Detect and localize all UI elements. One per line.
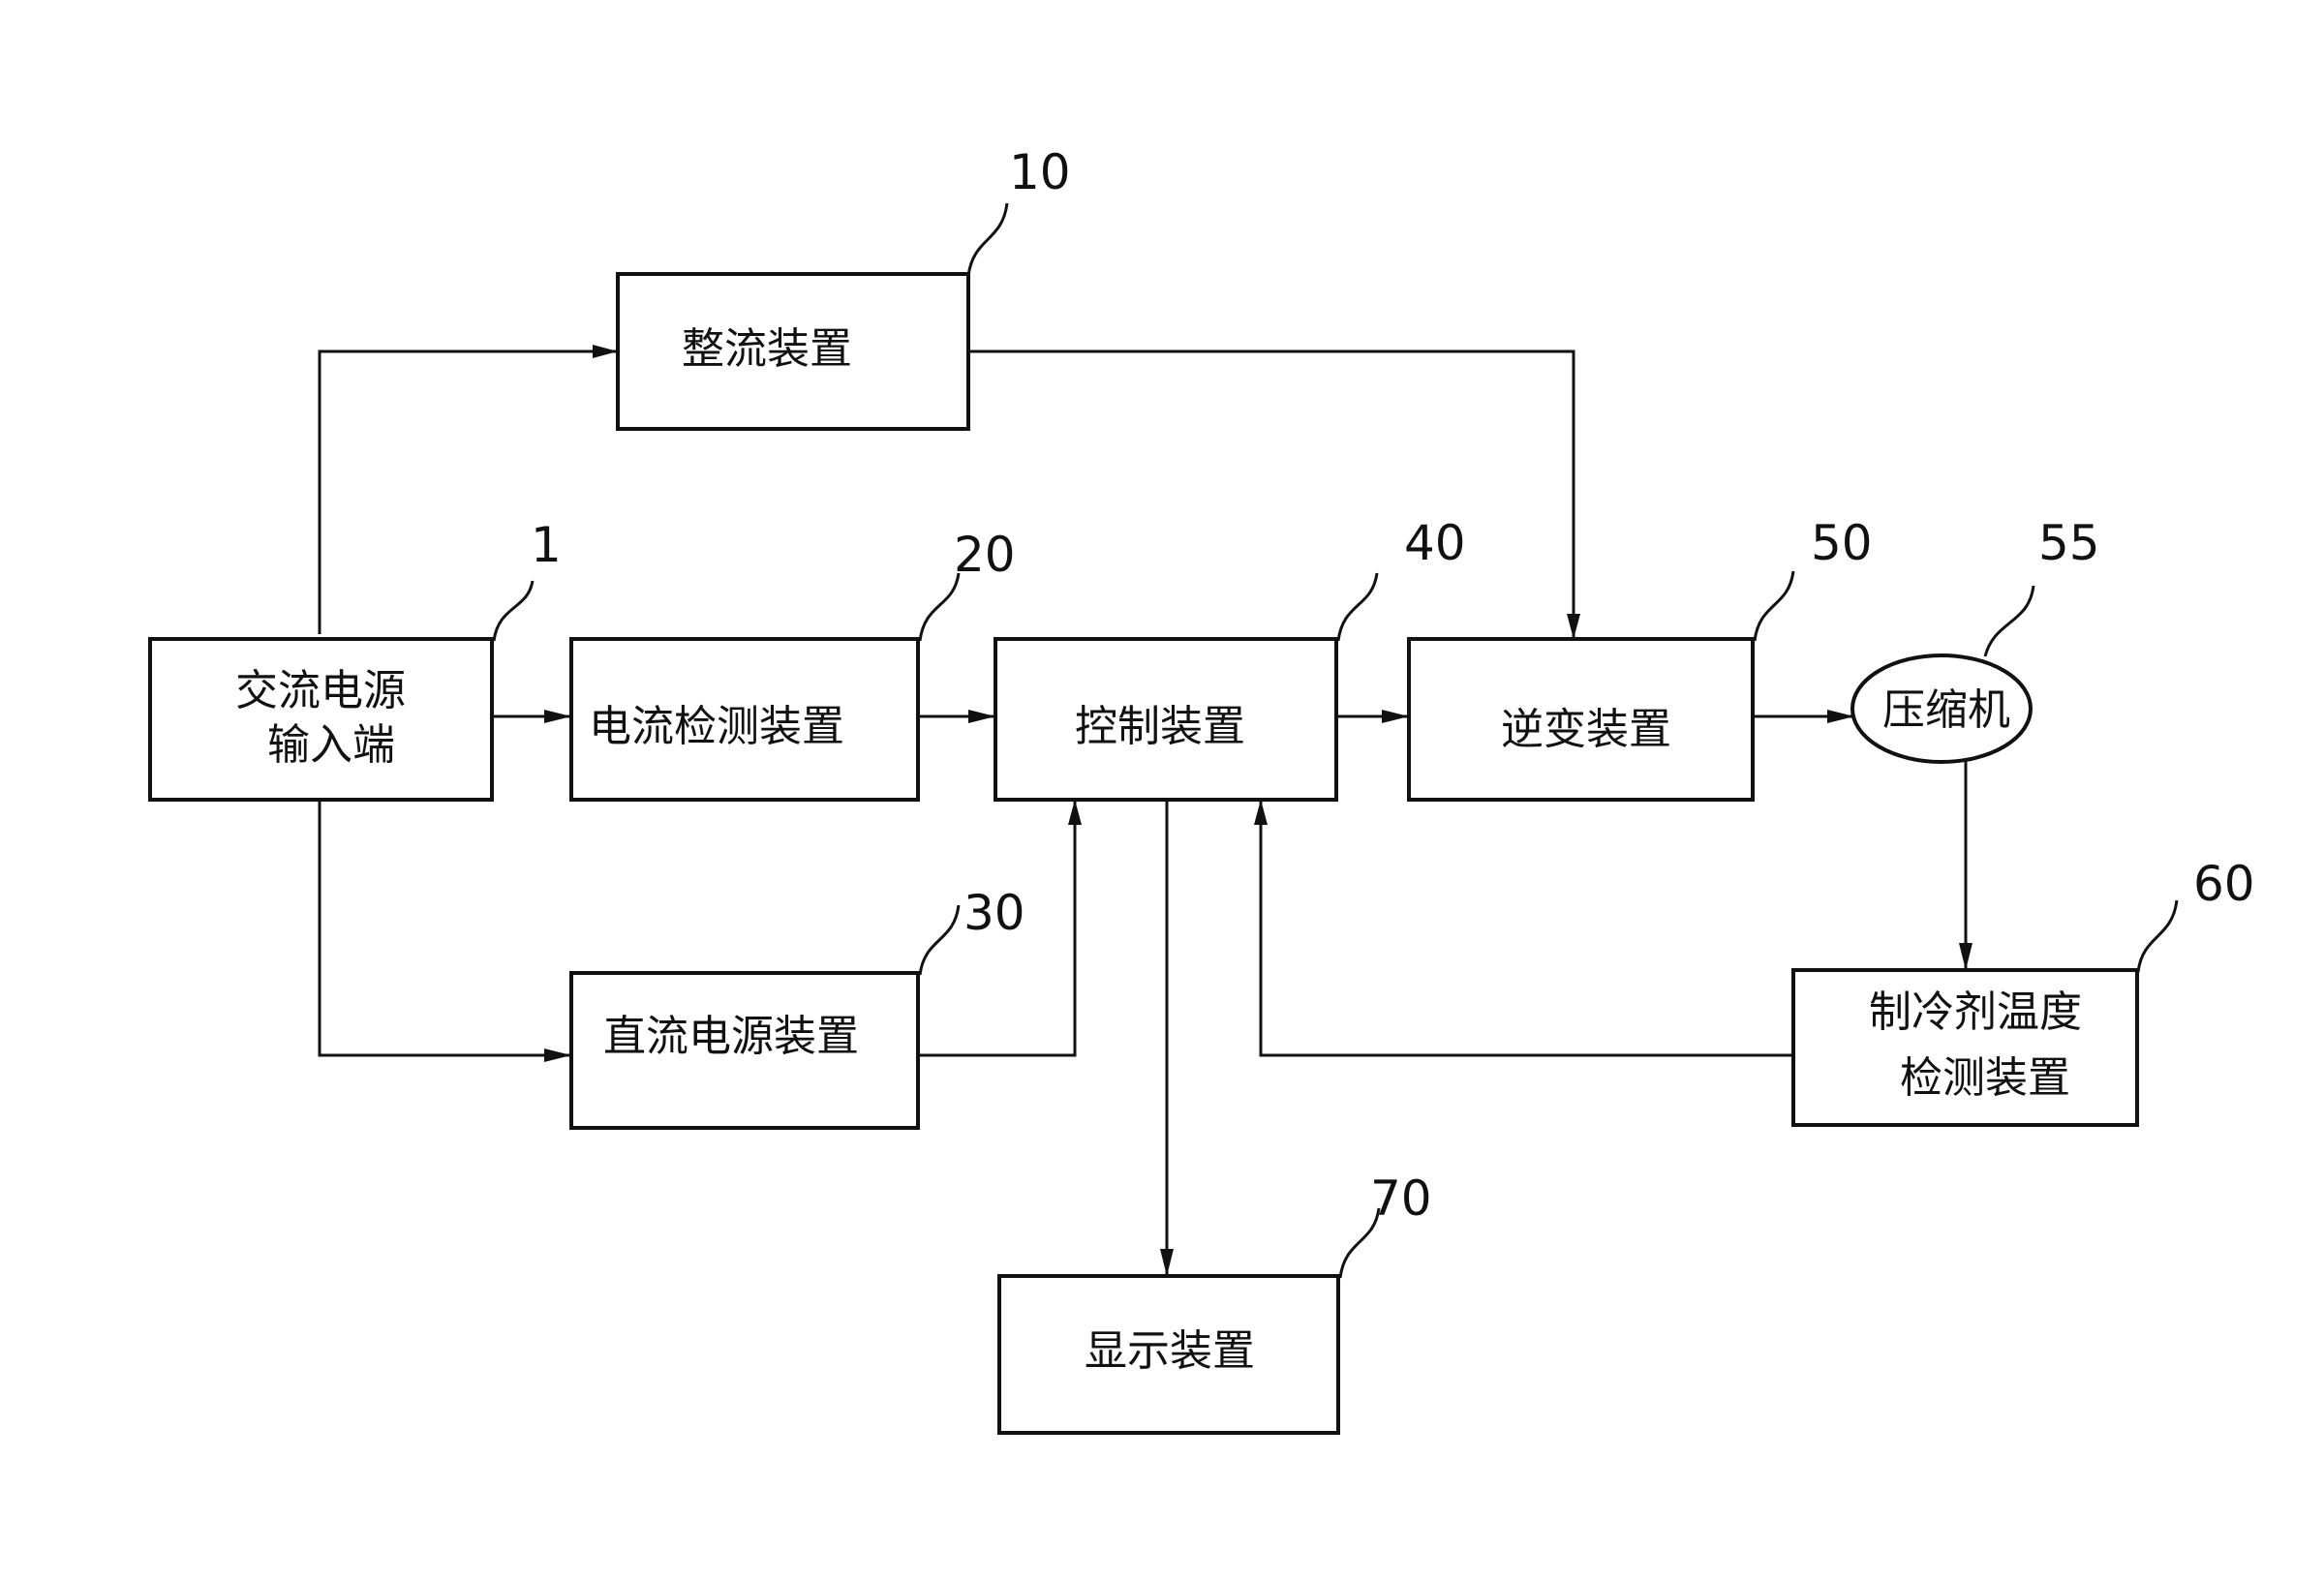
ref-40: 40 [1404, 515, 1466, 571]
compressor-label: 压缩机 [1882, 685, 2010, 735]
ref-30: 30 [963, 885, 1025, 941]
block-ac-input: 交流电源 输入端 [148, 637, 494, 802]
controller-label: 控制装置 [1075, 702, 1245, 751]
arrow-into-display [1160, 1249, 1174, 1276]
block-compressor: 压缩机 [1850, 653, 2033, 764]
dc-power-label: 直流电源装置 [603, 1012, 859, 1061]
display-label: 显示装置 [1085, 1326, 1255, 1376]
block-current-detect: 电流检测装置 [569, 637, 920, 802]
block-inverter: 逆变装置 [1407, 637, 1755, 802]
rectifier-label: 整流装置 [682, 324, 852, 374]
wire-refrigerant-temp-to-controller [1259, 800, 1793, 1057]
leader-ref-60 [2136, 899, 2179, 973]
ac-input-label-line2: 输入端 [267, 720, 395, 770]
block-refrigerant-temp: 制冷剂温度 检测装置 [1791, 968, 2139, 1127]
wire-rectifier-to-inverter [968, 349, 1575, 639]
arrow-into-controller [968, 710, 995, 723]
arrow-into-inverter-top [1567, 614, 1580, 639]
ac-input-label-line1: 交流电源 [235, 666, 406, 715]
leader-ref-1 [492, 580, 535, 642]
leader-ref-40 [1336, 572, 1379, 642]
block-display: 显示装置 [997, 1274, 1340, 1435]
arrow-into-dc-power [544, 1048, 571, 1062]
ref-70: 70 [1370, 1170, 1432, 1227]
leader-ref-30 [918, 904, 961, 976]
leader-ref-50 [1753, 570, 1795, 642]
leader-ref-10 [966, 202, 1009, 277]
arrow-into-inverter [1382, 710, 1409, 723]
ref-55: 55 [2038, 515, 2100, 571]
arrow-into-compressor [1827, 710, 1854, 723]
refrigerant-temp-label-line1: 制冷剂温度 [1869, 988, 2082, 1037]
arrow-dc-into-controller-bottom [1068, 800, 1082, 825]
ref-20: 20 [954, 527, 1016, 583]
leader-ref-70 [1338, 1207, 1381, 1279]
leader-ref-55 [1983, 585, 2035, 657]
current-detect-label: 电流检测装置 [589, 702, 844, 751]
ref-1: 1 [531, 517, 562, 573]
ref-60: 60 [2193, 856, 2255, 912]
arrow-temp-into-controller-bottom [1254, 800, 1268, 825]
arrow-into-rectifier [593, 345, 618, 358]
wire-ac-to-rectifier [318, 349, 618, 634]
block-dc-power: 直流电源装置 [569, 971, 920, 1130]
ref-10: 10 [1009, 144, 1071, 200]
leader-ref-20 [918, 572, 961, 642]
wire-dc-power-to-controller [918, 800, 1077, 1057]
arrow-into-refrigerant-temp [1959, 943, 1972, 970]
refrigerant-temp-label-line2: 检测装置 [1900, 1053, 2070, 1103]
block-controller: 控制装置 [994, 637, 1338, 802]
ref-50: 50 [1811, 515, 1873, 571]
wire-ac-to-dc-power [318, 800, 571, 1057]
arrow-into-current-detect [544, 710, 571, 723]
block-rectifier: 整流装置 [616, 272, 970, 431]
inverter-label: 逆变装置 [1501, 705, 1671, 754]
